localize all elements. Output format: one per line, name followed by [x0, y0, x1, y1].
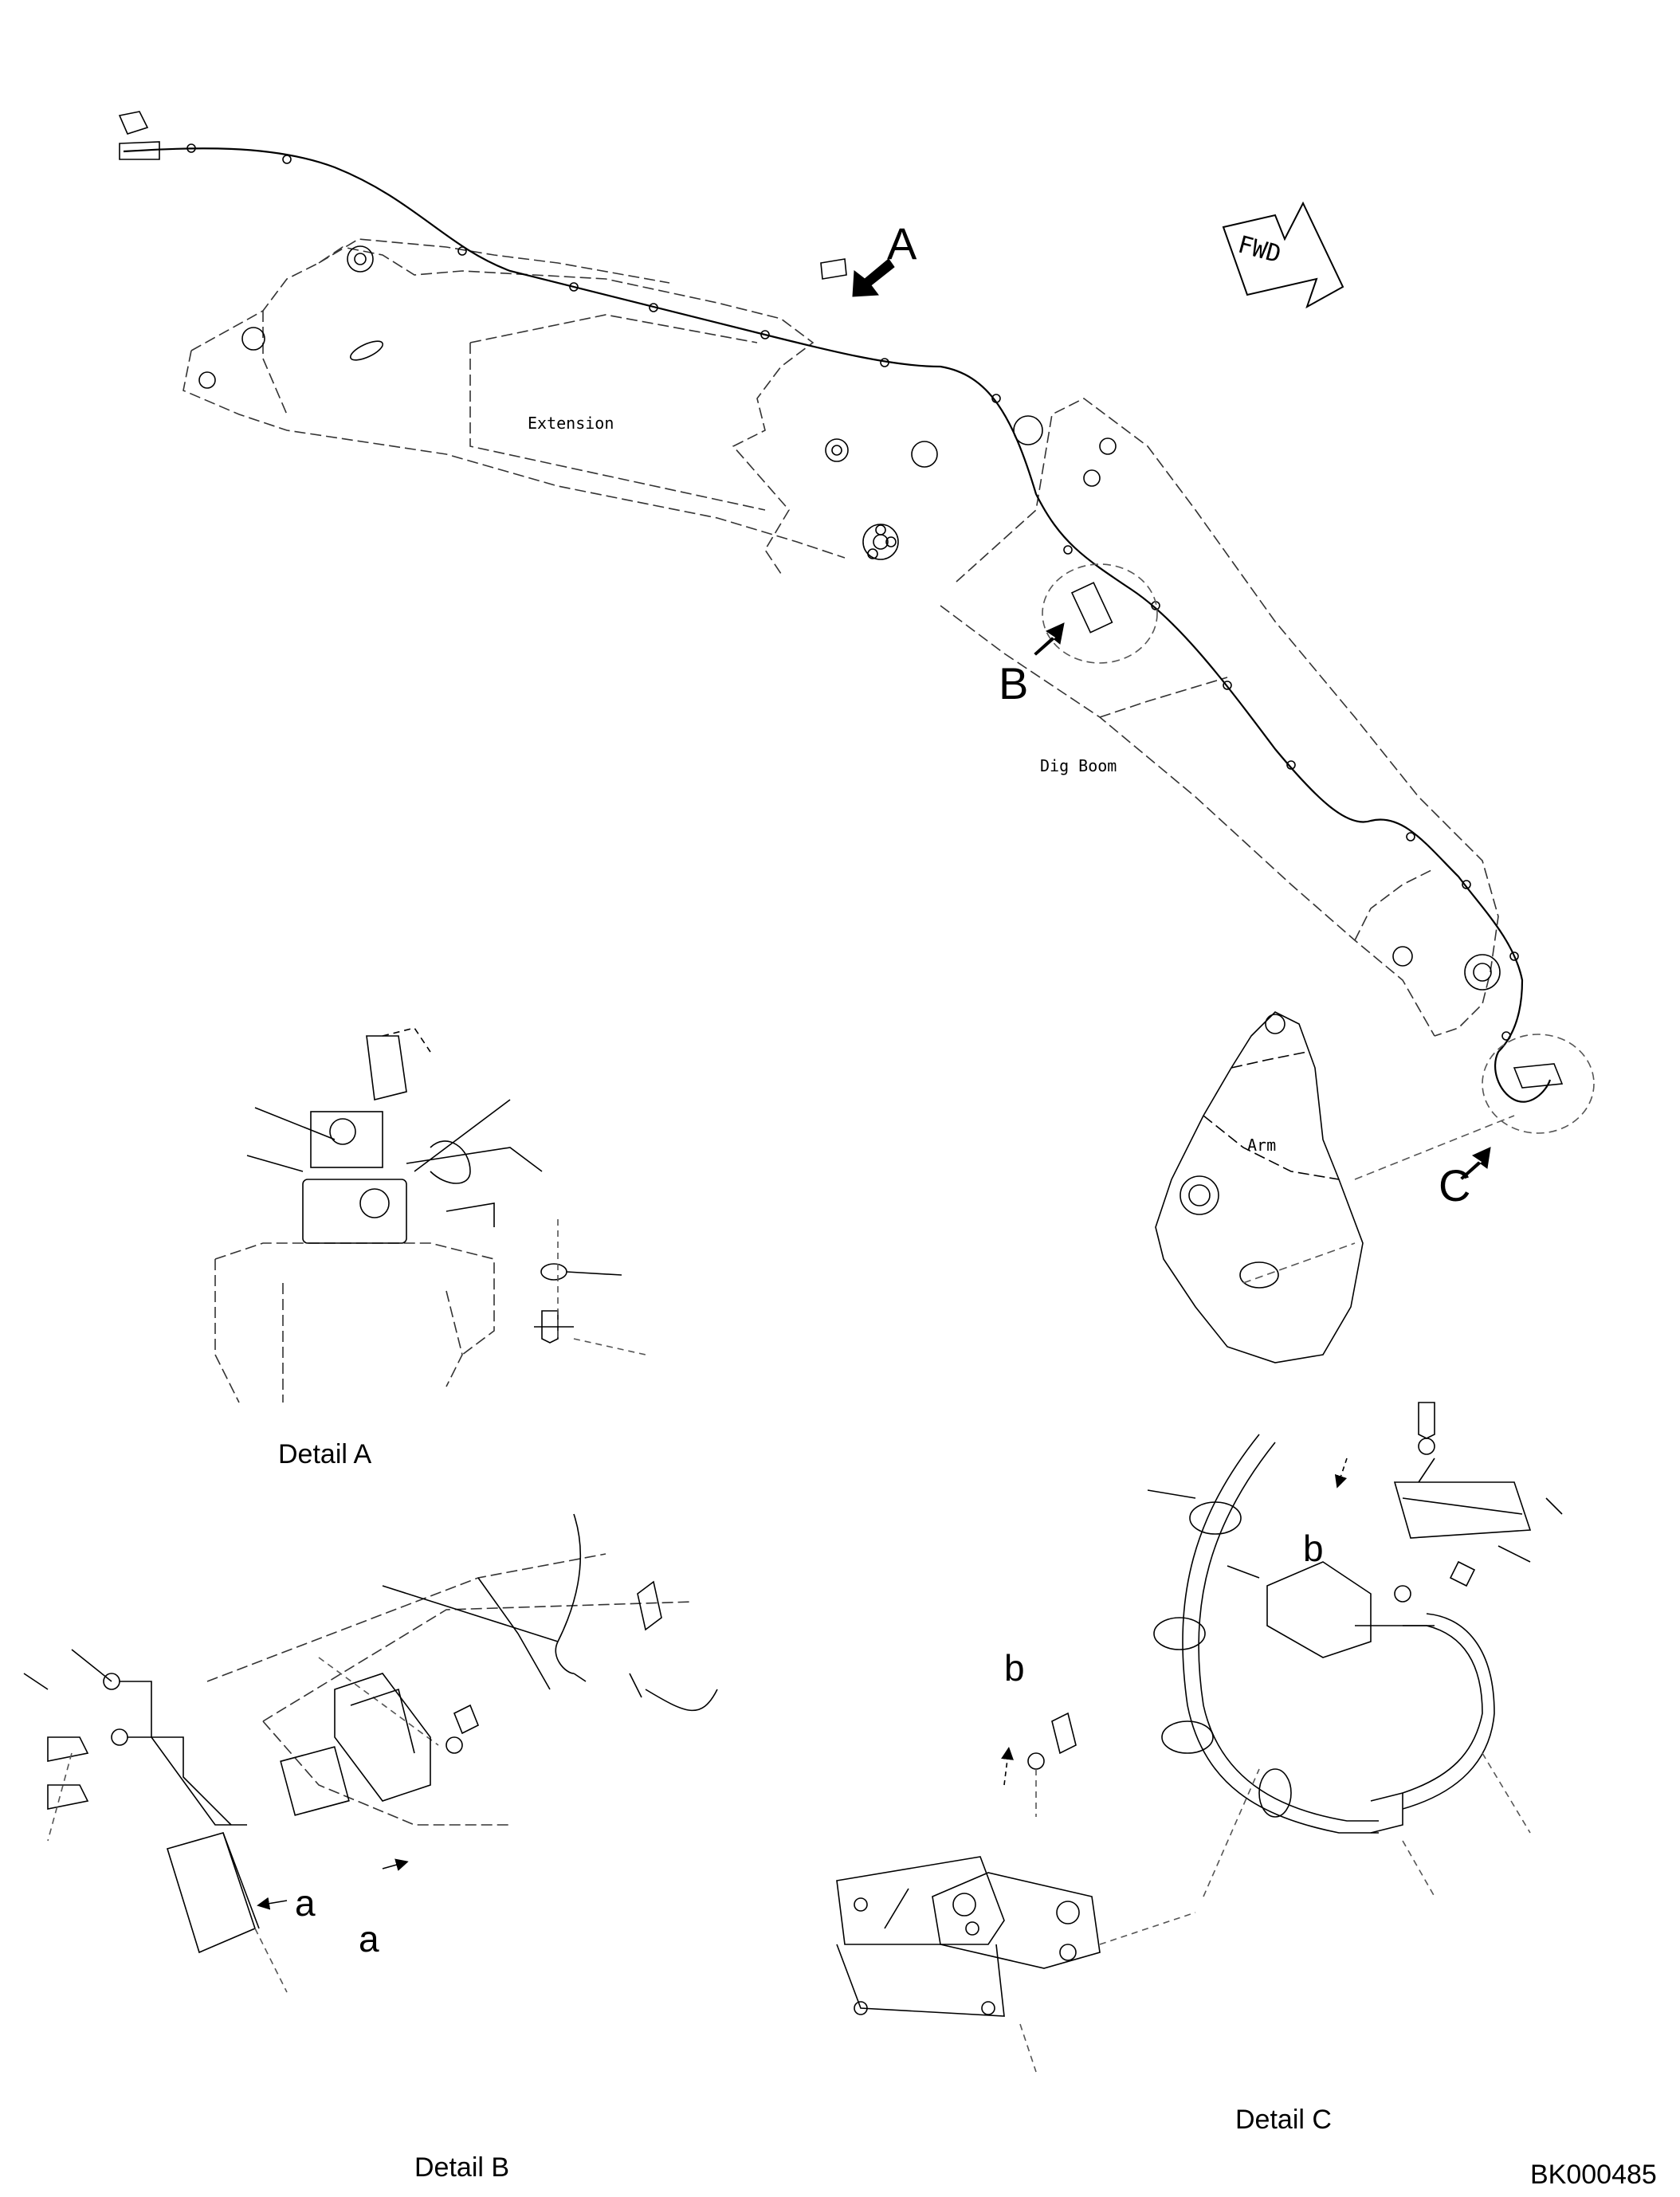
boom-assembly	[118, 111, 1595, 1134]
arm-body	[1155, 1011, 1515, 1363]
sensor-b-position	[1070, 582, 1113, 634]
extension-pivots	[198, 245, 938, 560]
detail-c-circle	[1482, 1034, 1595, 1134]
dig-boom-label: Dig Boom	[1040, 756, 1117, 775]
document-id: BK000485	[1530, 2160, 1657, 2190]
detail-a-title: Detail A	[278, 1439, 372, 1469]
dig-boom-pivots	[867, 415, 1501, 991]
callout-b-label: B	[999, 658, 1029, 708]
dig-boom-body	[940, 398, 1499, 1037]
sensor-c-position	[1513, 1063, 1564, 1089]
callout-a-label: A	[887, 218, 917, 269]
ref-b-label-2: b	[1303, 1528, 1324, 1569]
extension-label: Extension	[528, 414, 614, 433]
reference-arrows	[257, 1457, 1348, 1910]
cable-clips	[186, 143, 1519, 1041]
arrow-c-icon	[1460, 1147, 1491, 1180]
washer	[540, 1263, 567, 1281]
detail-c-title: Detail C	[1235, 2105, 1332, 2135]
callout-arrows	[852, 258, 1491, 1180]
harness-cable	[123, 147, 1552, 1103]
ref-a-label-2: a	[359, 1918, 379, 1960]
extension-body	[183, 238, 846, 575]
detail-c-drawing	[836, 1402, 1563, 2073]
arrow-a-icon	[852, 258, 895, 297]
harness-end-connector	[118, 111, 160, 160]
arrow-b-icon	[1034, 622, 1065, 656]
detail-b-drawing	[23, 1513, 718, 1993]
bracket-a-position	[820, 258, 847, 280]
ref-b-label-1: b	[1004, 1647, 1025, 1689]
arm-label: Arm	[1247, 1136, 1277, 1155]
fwd-arrow-icon	[1222, 201, 1344, 309]
detail-b-circle	[1042, 563, 1158, 664]
callout-c-label: C	[1439, 1160, 1471, 1210]
detail-b-title: Detail B	[414, 2152, 510, 2183]
ref-a-label-1: a	[295, 1882, 316, 1924]
detail-a-drawing	[214, 1027, 646, 1403]
